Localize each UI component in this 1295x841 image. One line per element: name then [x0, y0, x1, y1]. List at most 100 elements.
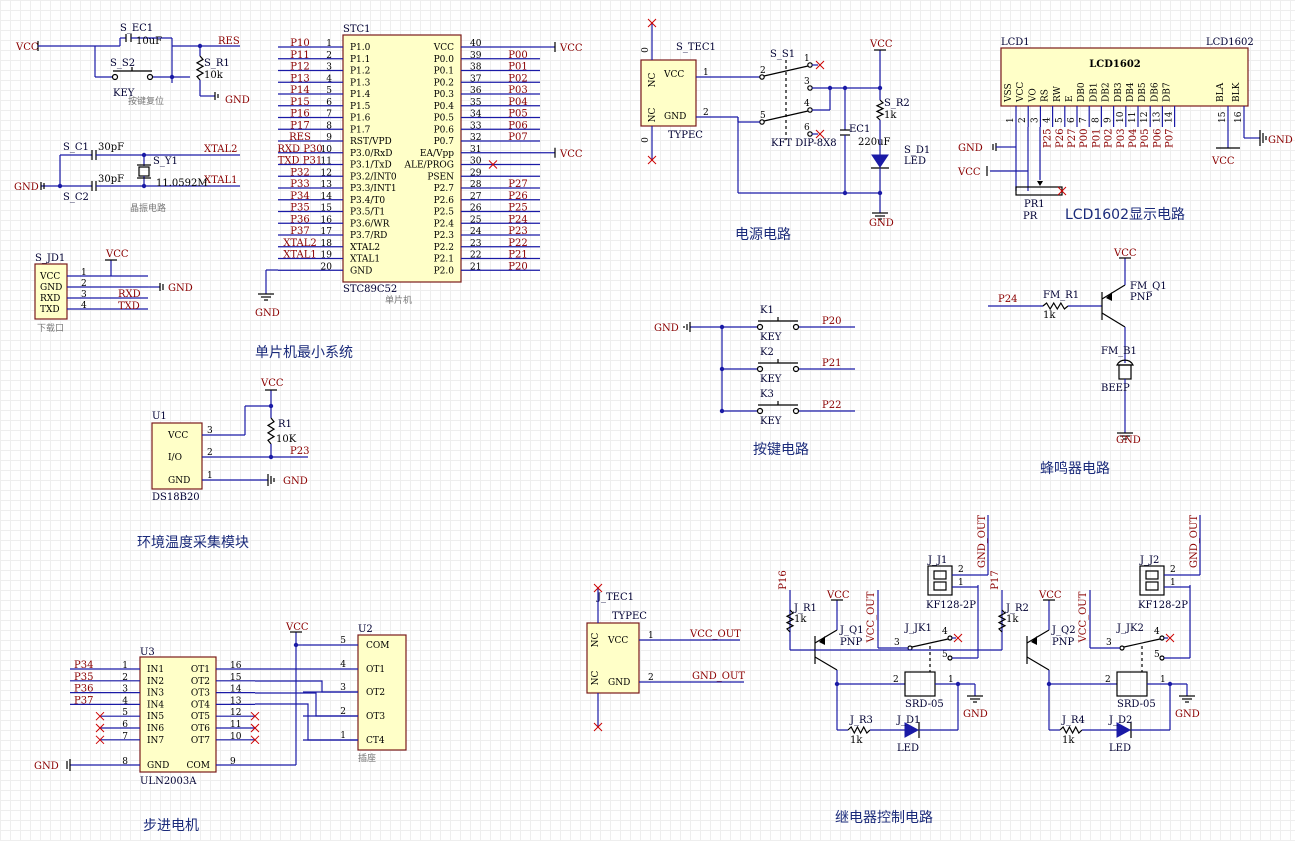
mcu-pin-number: 37: [470, 74, 482, 84]
switch-contact: [111, 73, 119, 81]
junction-dot: [268, 403, 274, 409]
reset-res-ref: S_R1: [204, 58, 230, 69]
no-connect-mark: [815, 60, 825, 70]
crystal-c2-ref: S_C2: [63, 192, 89, 203]
wire: [255, 703, 358, 741]
power-gnd-pin: GND: [664, 112, 686, 122]
terminal-screw: [933, 570, 947, 580]
lcd-pin-number: 4: [1043, 117, 1053, 123]
mcu-pin-name: P2.6: [434, 196, 455, 206]
power-pin-one: 1: [703, 68, 709, 78]
resistor: [195, 55, 205, 81]
key-contact: [792, 407, 800, 415]
mcu-pin-number: 18: [321, 239, 333, 249]
lcd-pin-number: 16: [1234, 111, 1244, 123]
junction-dot: [877, 85, 883, 91]
switch-pin-number: 1: [804, 54, 810, 64]
uln2003-pin-number: 9: [230, 757, 236, 767]
lcd-pin-name: BLK: [1232, 82, 1242, 102]
led-symbol: [1116, 722, 1132, 738]
mcu-pin-number: 1: [326, 39, 332, 49]
mcu-pin-number: 22: [470, 251, 481, 261]
mcu-pin-number: 26: [470, 204, 482, 214]
lcd-pin-name: RW: [1053, 85, 1063, 102]
mcu-pin-name: P0.1: [434, 67, 454, 77]
ds18b20-net-label: P23: [290, 446, 309, 457]
junction-dot: [197, 43, 203, 49]
uln2003-pin-number: 2: [122, 673, 128, 683]
lcd-pin-number: 11: [1128, 112, 1138, 123]
uln2003-pin-name: OT4: [191, 700, 210, 710]
relay-pin-number: 2: [893, 675, 899, 685]
uln2003-pin-number: 7: [122, 732, 128, 742]
download-ref: S_JD1: [35, 253, 65, 264]
mcu-pin-name: P1.1: [350, 55, 370, 65]
connector-pin-name: COM: [366, 641, 389, 651]
mcu-pin-name: P0.5: [434, 114, 455, 124]
mcu-net-label: P07: [508, 132, 527, 143]
mcu-net-label: RES: [289, 132, 311, 143]
lcd-body: [1000, 47, 1249, 107]
relay-q-ref: J_Q1: [839, 625, 864, 636]
relay-terminal-block: [1139, 565, 1165, 596]
switch-pin-number: 2: [760, 66, 766, 76]
mcu-pin-name: P2.7: [434, 184, 455, 194]
relay-q-ref: J_Q2: [1051, 625, 1076, 636]
jtec-pin-one: 1: [648, 631, 654, 641]
section-title-buzzer: 蜂鸣器电路: [1040, 460, 1110, 477]
reset-gnd-label: GND: [225, 95, 250, 106]
mcu-vcc-label: VCC: [559, 149, 583, 160]
relay-contact: [1159, 635, 1165, 641]
mcu-pin-number: 8: [326, 121, 332, 131]
mcu-pin-name: P3.7/RD: [350, 231, 387, 241]
relay-terminal-ref: J_J1: [927, 555, 947, 566]
junction-dot: [842, 190, 848, 196]
relay-gndout-label: GND_OUT: [977, 515, 988, 568]
lcd-pot-body: [1015, 186, 1063, 196]
jtec-nc-label: NC: [591, 633, 601, 648]
power-typec-body: [640, 59, 697, 127]
key-net-label: P22: [822, 400, 841, 411]
junction-dot: [1167, 681, 1173, 687]
junction-dot: [719, 366, 725, 372]
mcu-net-label: P00: [508, 50, 527, 61]
uln2003-pin-number: 13: [230, 696, 242, 706]
mcu-net-label: P15: [290, 97, 309, 108]
jtec-pin-two: 2: [648, 673, 654, 683]
mcu-pin-number: 32: [470, 133, 481, 143]
mcu-pin-number: 19: [321, 251, 333, 261]
download-vcc-label: VCC: [105, 249, 129, 260]
no-connect-mark: [815, 129, 825, 139]
relay-led-res-value: 1k: [1062, 735, 1075, 746]
lcd-part: LCD1602: [1206, 37, 1254, 48]
junction-dot: [141, 152, 147, 158]
transistor-arrow: [1106, 292, 1112, 301]
power-res-value: 1k: [884, 110, 897, 121]
section-title-power: 电源电路: [735, 227, 791, 243]
relay-pin-number: 5: [942, 650, 948, 660]
uln2003-net-label: P36: [74, 684, 93, 695]
lcd-pin-name: DB4: [1126, 82, 1136, 102]
relay-net-label: P16: [778, 570, 789, 589]
uln2003-pin-name: IN2: [147, 677, 164, 687]
download-body: [34, 263, 68, 320]
wire: [255, 692, 358, 717]
power-led-label: LED: [904, 156, 926, 167]
section-title-temp: 环境温度采集模块: [137, 534, 249, 551]
relay-part: SRD-05: [1117, 699, 1156, 710]
wire: [1026, 656, 1050, 671]
relay-q-type: PNP: [1052, 637, 1074, 648]
resistor: [847, 725, 871, 735]
ds18b20-pin-name: I/O: [168, 453, 182, 463]
mcu-pin-name: P2.0: [434, 266, 455, 276]
download-pin-name: GND: [40, 283, 62, 293]
jtec-out1-label: VCC_OUT: [689, 629, 741, 640]
uln2003-pin-name: IN6: [147, 724, 164, 734]
uln2003-pin-number: 16: [230, 661, 242, 671]
uln2003-pin-name: OT5: [191, 712, 210, 722]
mcu-net-label: P13: [290, 73, 309, 84]
resistor: [1042, 301, 1069, 311]
lcd-pot-ref: PR1: [1024, 199, 1045, 210]
